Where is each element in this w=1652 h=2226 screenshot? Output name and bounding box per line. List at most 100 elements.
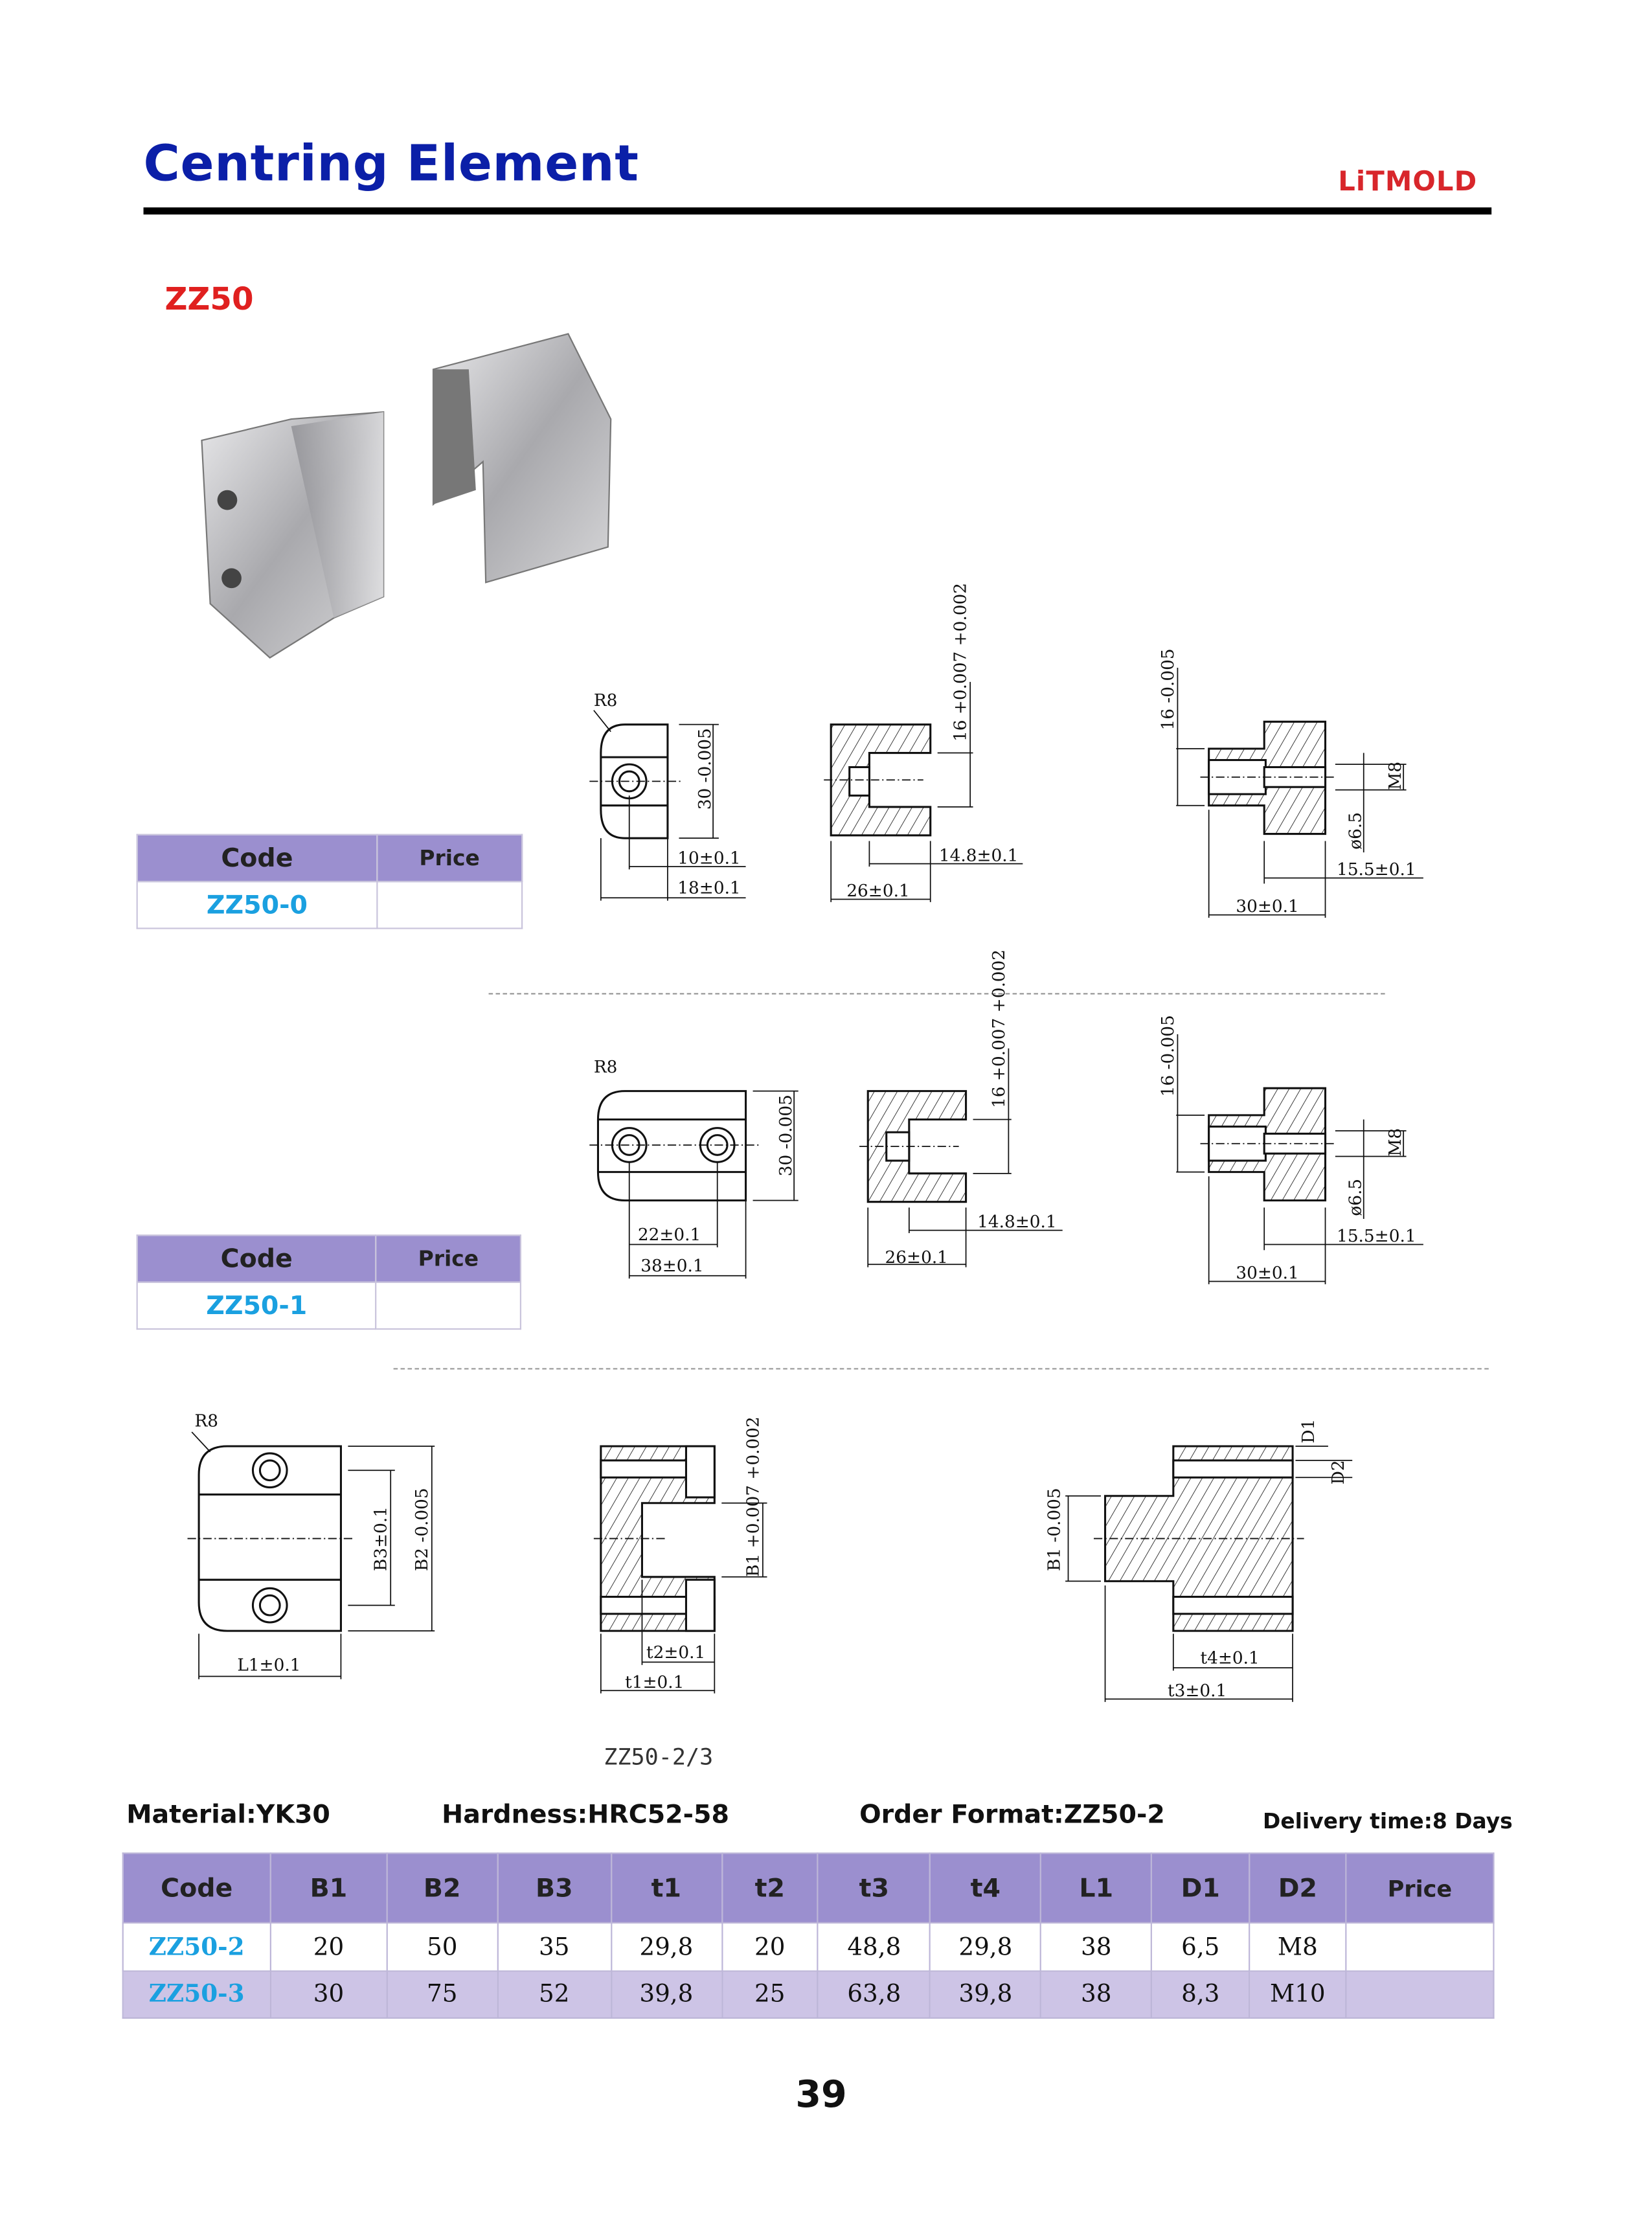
dim-label: B1 -0.005 bbox=[1045, 1488, 1064, 1571]
dim-label: 26±0.1 bbox=[846, 881, 909, 901]
page-number: 39 bbox=[795, 2074, 847, 2117]
hardness-label: Hardness:HRC52-58 bbox=[442, 1800, 729, 1830]
drawing-caption: ZZ50-2/3 bbox=[604, 1743, 714, 1771]
dim-label: 16 -0.005 bbox=[1159, 1015, 1178, 1096]
dim-label: 30 -0.005 bbox=[696, 728, 715, 810]
dim-label: t3±0.1 bbox=[1168, 1681, 1227, 1701]
table-cell: M10 bbox=[1249, 1970, 1347, 2019]
code-header: Code bbox=[136, 834, 378, 883]
dim-label: 16 +0.007 +0.002 bbox=[951, 583, 971, 742]
dim-label: 14.8±0.1 bbox=[977, 1212, 1056, 1232]
drawing-zz50-0-section bbox=[824, 681, 1023, 902]
price-header: Price bbox=[376, 834, 523, 883]
section-divider bbox=[393, 1368, 1489, 1370]
code-cell: ZZ50-1 bbox=[136, 1281, 377, 1330]
table-cell: 25 bbox=[721, 1970, 819, 2019]
drawing-zz50-0-side bbox=[1176, 667, 1423, 918]
table-cell: 63,8 bbox=[817, 1970, 931, 2019]
dim-label: 15.5±0.1 bbox=[1337, 1227, 1416, 1246]
drawing-zz50-0-front bbox=[589, 710, 746, 901]
dim-label: t4±0.1 bbox=[1201, 1649, 1260, 1668]
product-photo bbox=[201, 333, 612, 659]
dim-label: 18±0.1 bbox=[677, 879, 740, 898]
drawing-zz50-23-side bbox=[1065, 1445, 1353, 1702]
drawing-zz50-1-section bbox=[859, 1048, 1063, 1267]
brand-logo: LiTMOLD bbox=[1338, 166, 1478, 198]
dim-label: R8 bbox=[195, 1411, 219, 1431]
dim-label: B1 +0.007 +0.002 bbox=[743, 1416, 763, 1577]
header-cell: B1 bbox=[269, 1852, 388, 1924]
table-cell: 20 bbox=[269, 1922, 388, 1972]
dim-label: R8 bbox=[594, 1058, 618, 1077]
code-cell: ZZ50-2 bbox=[122, 1922, 271, 1972]
dim-label: 15.5±0.1 bbox=[1337, 860, 1416, 880]
material-label: Material:YK30 bbox=[126, 1800, 330, 1830]
table-header-row: Code B1 B2 B3 t1 t2 t3 t4 L1 D1 D2 Price bbox=[122, 1852, 1495, 1924]
table-cell: 39,8 bbox=[929, 1970, 1042, 2019]
header-cell: t1 bbox=[610, 1852, 723, 1924]
header-divider bbox=[143, 207, 1492, 215]
drawing-zz50-1-side bbox=[1176, 1034, 1423, 1284]
dim-label: R8 bbox=[594, 691, 618, 710]
table-row: ZZ50-2 20 50 35 29,8 20 48,8 29,8 38 6,5… bbox=[122, 1922, 1495, 1972]
table-cell: 38 bbox=[1040, 1922, 1153, 1972]
price-cell bbox=[1345, 1922, 1495, 1972]
table-cell: 75 bbox=[386, 1970, 499, 2019]
model-heading: ZZ50 bbox=[164, 282, 254, 319]
code-header: Code bbox=[136, 1234, 377, 1283]
header-cell: Price bbox=[1345, 1852, 1495, 1924]
drawing-zz50-1-front bbox=[589, 1090, 798, 1279]
dim-label: 14.8±0.1 bbox=[939, 846, 1018, 865]
dim-label: 30 -0.005 bbox=[776, 1095, 796, 1176]
table-cell: 48,8 bbox=[817, 1922, 931, 1972]
dim-label: ø6.5 bbox=[1346, 812, 1365, 850]
header-cell: Code bbox=[122, 1852, 271, 1924]
code-cell: ZZ50-0 bbox=[136, 880, 378, 929]
dim-label: 22±0.1 bbox=[638, 1225, 701, 1245]
header-cell: B3 bbox=[497, 1852, 612, 1924]
table-cell: 39,8 bbox=[610, 1970, 723, 2019]
section-divider bbox=[488, 993, 1385, 995]
dim-label: B2 -0.005 bbox=[413, 1488, 432, 1571]
dim-label: M8 bbox=[1386, 762, 1405, 790]
table-cell: 6,5 bbox=[1151, 1922, 1250, 1972]
price-header: Price bbox=[375, 1234, 522, 1283]
table-cell: 29,8 bbox=[929, 1922, 1042, 1972]
spec-table: Code B1 B2 B3 t1 t2 t3 t4 L1 D1 D2 Price… bbox=[122, 1852, 1495, 2019]
dim-label: D2 bbox=[1329, 1460, 1348, 1484]
header-cell: t3 bbox=[817, 1852, 931, 1924]
header-cell: t2 bbox=[721, 1852, 819, 1924]
price-cell bbox=[376, 880, 523, 929]
table-cell: M8 bbox=[1249, 1922, 1347, 1972]
table-cell: 29,8 bbox=[610, 1922, 723, 1972]
code-cell: ZZ50-3 bbox=[122, 1970, 271, 2019]
dim-label: 16 +0.007 +0.002 bbox=[990, 949, 1009, 1108]
dim-label: 30±0.1 bbox=[1236, 1264, 1298, 1283]
order-format-label: Order Format:ZZ50-2 bbox=[859, 1800, 1165, 1830]
table-cell: 30 bbox=[269, 1970, 388, 2019]
dim-label: 26±0.1 bbox=[885, 1248, 948, 1267]
header-cell: D1 bbox=[1151, 1852, 1250, 1924]
table-cell: 52 bbox=[497, 1970, 612, 2019]
dim-label: 38±0.1 bbox=[640, 1256, 703, 1276]
dim-label: B3±0.1 bbox=[372, 1506, 391, 1571]
page-title: Centring Element bbox=[143, 136, 639, 194]
table-cell: 38 bbox=[1040, 1970, 1153, 2019]
drawing-zz50-23-section bbox=[593, 1445, 767, 1694]
table-cell: 20 bbox=[721, 1922, 819, 1972]
dim-label: 16 -0.005 bbox=[1159, 648, 1178, 730]
delivery-time-label: Delivery time:8 Days bbox=[1263, 1808, 1513, 1834]
price-cell bbox=[375, 1281, 522, 1330]
dim-label: D1 bbox=[1299, 1419, 1318, 1444]
price-cell bbox=[1345, 1970, 1495, 2019]
header-cell: t4 bbox=[929, 1852, 1042, 1924]
dim-label: M8 bbox=[1386, 1128, 1405, 1157]
header-cell: L1 bbox=[1040, 1852, 1153, 1924]
header-cell: D2 bbox=[1249, 1852, 1347, 1924]
dim-label: 30±0.1 bbox=[1236, 897, 1298, 916]
table-cell: 35 bbox=[497, 1922, 612, 1972]
